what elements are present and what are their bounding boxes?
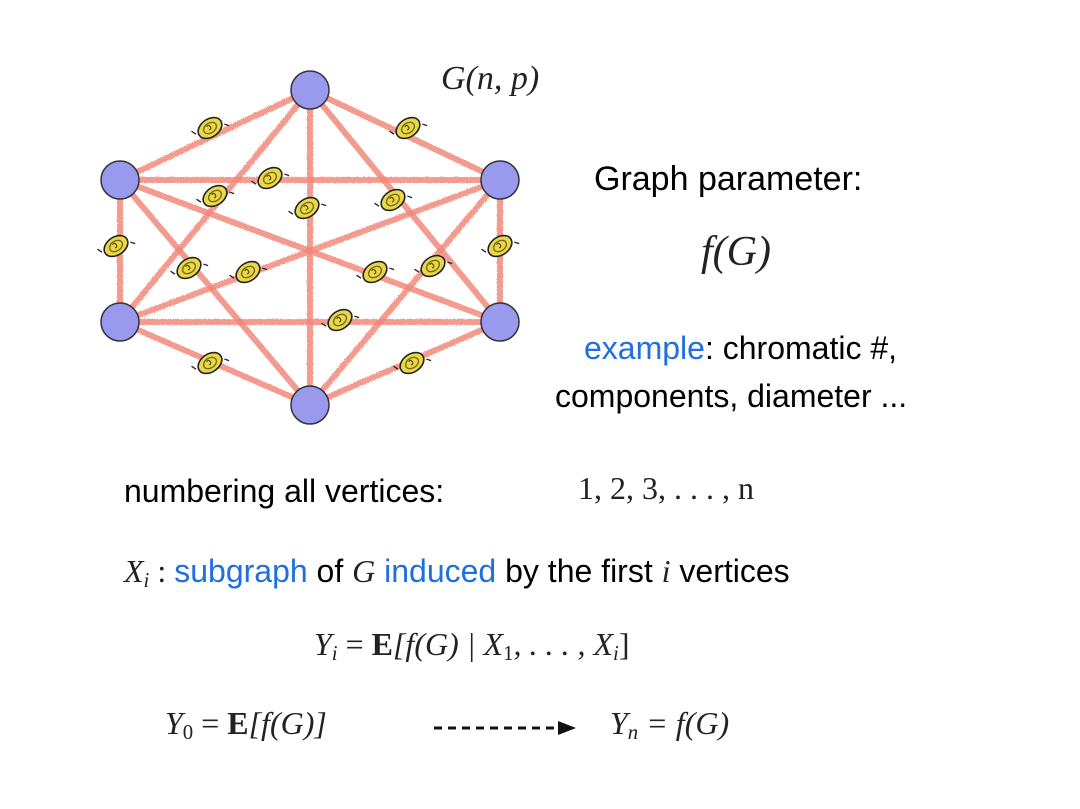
vertex-lower-left [100,302,140,342]
numbering-sequence: 1, 2, 3, . . . , n [578,470,754,506]
vertex-upper-right [480,160,520,200]
example-line-2: components, diameter ... [555,378,908,414]
graph-label: G(n, p) [441,60,540,97]
xi-var: Xi [124,553,150,593]
numbering-label: numbering all vertices: [124,473,445,509]
graph-vertices [100,70,520,425]
induced-word: induced [384,553,497,589]
graph-edge [307,87,503,325]
coin-icon [96,228,136,264]
yn-equation: Yn = f(G) [610,705,730,745]
subgraph-word: subgraph [174,553,308,589]
vertex-upper-left [100,160,140,200]
g-symbol: G [352,553,376,589]
parameter-heading: Graph parameter: [594,160,863,198]
first-words: by the first [496,553,662,589]
example-word: example [584,330,705,366]
i-symbol: i [661,553,671,589]
vertex-top [290,70,330,110]
graph-edge [117,177,503,325]
example-line-1: example: chromatic #, [584,330,897,367]
graph-edge [117,177,313,408]
vertex-lower-right [480,302,520,342]
dashed-arrow-icon [434,721,576,735]
coin-icon [392,345,432,381]
example-rest: : chromatic #, [704,330,898,366]
graph-edges [117,87,503,408]
colon: : [149,553,175,589]
yi-equation: Yi = E[f(G) | X1, . . . , Xi] [314,626,630,666]
random-graph-diagram [96,70,520,425]
vertex-bottom [290,385,330,425]
parameter-formula: f(G) [701,229,771,275]
y0-equation: Y0 = E[f(G)] [165,705,327,745]
graph-edge [307,177,503,408]
of-word: of [307,553,353,589]
coin-icon [190,345,230,381]
subgraph-line: Xi : subgraph of G induced by the first … [124,553,790,593]
vertices-word: vertices [670,553,790,589]
